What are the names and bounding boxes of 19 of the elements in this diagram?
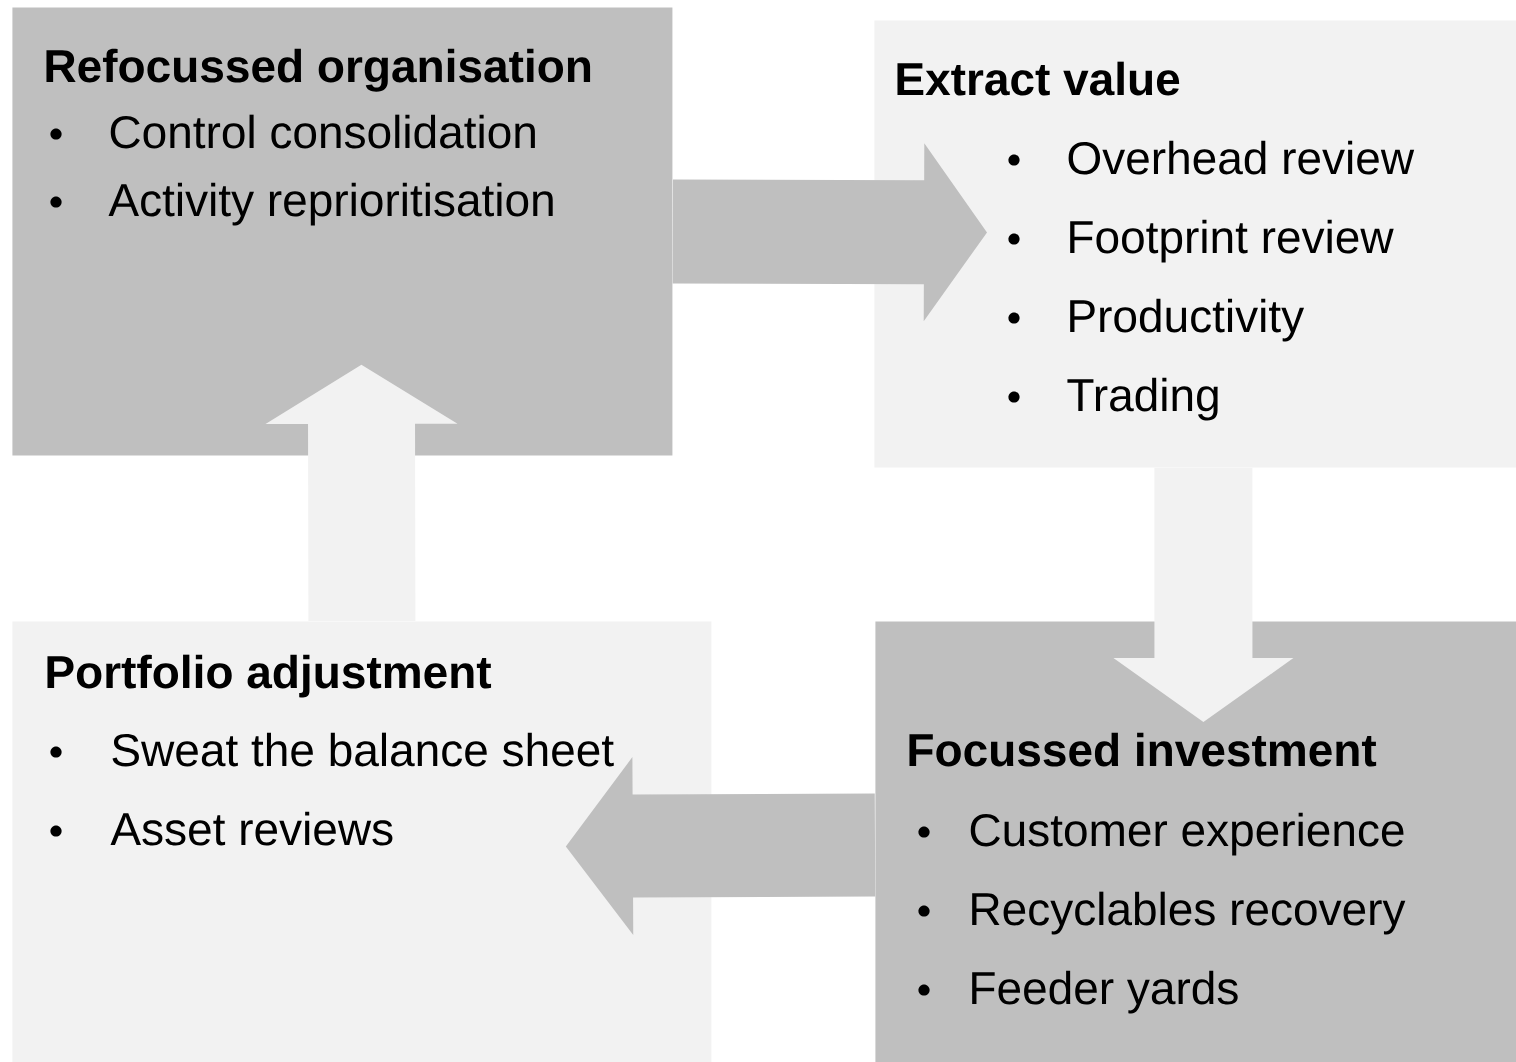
block-arrow (672, 143, 987, 322)
bullet-item: Productivity (1008, 298, 1305, 342)
box-heading: Focussed investment (909, 732, 1377, 767)
bullet-item: Overhead review (1008, 140, 1415, 175)
box-heading: Refocussed organisation (46, 48, 591, 92)
bullet-item: Activity reprioritisation (50, 182, 553, 226)
block-arrow (565, 757, 876, 936)
bullet-item: Recyclables recovery (918, 891, 1406, 935)
box-heading: Extract value (897, 61, 1180, 96)
box-heading: Portfolio adjustment (47, 654, 492, 698)
bullet-item: Control consolidation (50, 114, 535, 149)
block-arrow (265, 364, 458, 622)
bullet-item: Asset reviews (50, 811, 393, 846)
bullet-item: Feeder yards (918, 970, 1238, 1014)
bullet-item: Customer experience (918, 812, 1404, 856)
bullet-item: Footprint review (1008, 219, 1394, 263)
block-arrow (1113, 467, 1294, 722)
bullet-item: Trading (1008, 377, 1218, 421)
bullet-item: Sweat the balance sheet (50, 732, 614, 767)
